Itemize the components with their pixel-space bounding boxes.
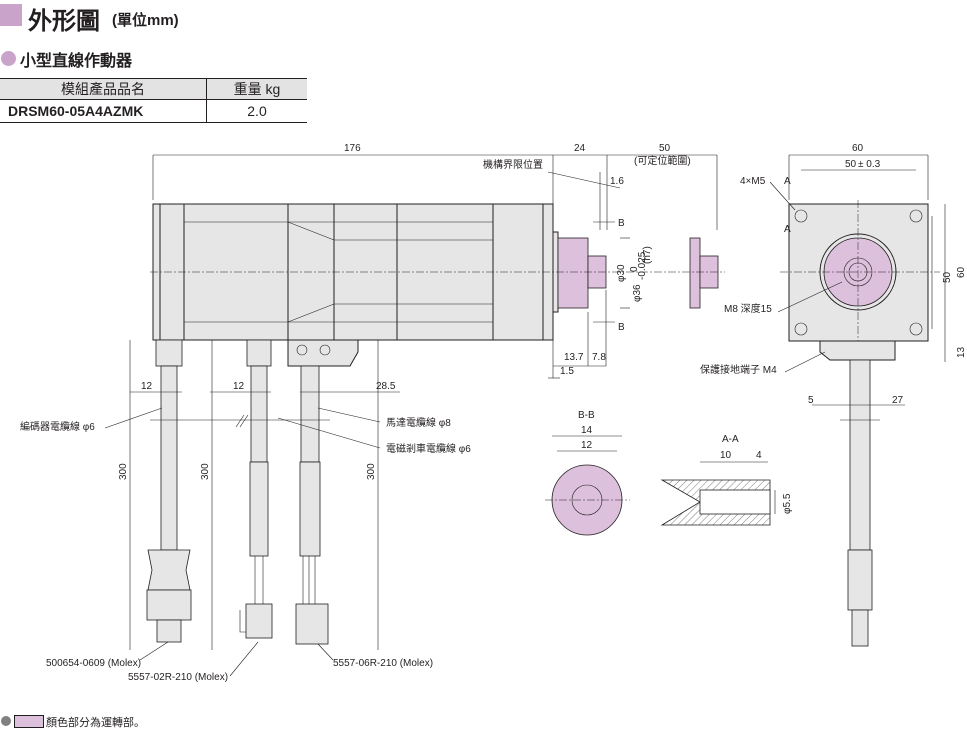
dim-cable-length-1: 300 [118, 463, 129, 480]
dim-bolt-tol: ± 0.3 [858, 159, 881, 170]
dim-flange-width: 60 [852, 143, 864, 154]
dim-stroke-note: (可定位範圍) [634, 154, 691, 167]
cables-side-view [146, 339, 330, 645]
dim-flange-tol-lower: -0.025 [637, 251, 648, 280]
label-section-b-bottom: B [618, 322, 625, 333]
actuator-side-view [150, 203, 725, 367]
label-limit-position: 機構界限位置 [483, 158, 543, 171]
label-section-bb: B-B [578, 410, 595, 421]
dim-flange-to-rod: 24 [574, 143, 586, 154]
label-brake-cable: 電磁剎車電纜線 φ6 [386, 442, 471, 455]
dim-overall-length: 176 [344, 143, 361, 154]
dim-height-50: 50 [942, 271, 953, 283]
table-row: DRSM60-05A4AZMK 2.0 [0, 99, 307, 123]
dim-12-b: 12 [233, 381, 245, 392]
header: 外形圖 (單位mm) [0, 0, 967, 35]
dim-aa-10: 10 [720, 450, 732, 461]
page-title: 外形圖 [28, 8, 100, 35]
label-ground-terminal: 保護接地端子 M4 [700, 363, 777, 376]
dim-5: 5 [808, 395, 814, 406]
dim-limit-offset: 1.6 [610, 176, 624, 187]
label-connector-motor: 5557-06R-210 (Molex) [333, 658, 433, 669]
bullet-icon [1, 51, 16, 66]
cell-weight: 2.0 [206, 99, 307, 123]
dim-stroke: 50 [659, 143, 671, 154]
dim-flange-tol-upper: 0 [629, 266, 640, 272]
dimension-labels: 176 24 50 (可定位範圍) 機構界限位置 1.6 B B φ30 φ36… [20, 143, 967, 683]
label-section-aa: A-A [722, 434, 739, 445]
dim-1-5: 1.5 [560, 366, 574, 377]
dim-bb-14: 14 [581, 425, 593, 436]
label-connector-brake: 5557-02R-210 (Molex) [128, 672, 228, 683]
label-motor-cable: 馬達電纜線 φ8 [386, 416, 451, 429]
dim-13-7: 13.7 [564, 352, 584, 363]
dim-bb-12: 12 [581, 440, 593, 451]
dim-12-a: 12 [141, 381, 153, 392]
dim-7-8: 7.8 [592, 352, 606, 363]
dim-aa-dia: φ5.5 [782, 493, 793, 514]
legend-color-swatch [14, 715, 44, 728]
column-header-weight: 重量 kg [206, 78, 307, 100]
page-title-unit: (單位mm) [112, 12, 179, 29]
dim-cable-length-3: 300 [366, 463, 377, 480]
label-encoder-cable: 編碼器電纜線 φ6 [20, 420, 95, 433]
column-header-model: 模組產品品名 [0, 78, 207, 100]
dim-height-60: 60 [956, 266, 967, 278]
title-marker [0, 4, 22, 26]
side-dimensions [104, 154, 718, 677]
dim-rod-dia: φ30 [616, 264, 627, 282]
label-rod-thread: M8 深度15 [724, 302, 772, 315]
dim-cable-length-2: 300 [200, 463, 211, 480]
section-aa [660, 461, 776, 526]
spec-table: 模組產品品名 重量 kg DRSM60-05A4AZMK 2.0 [0, 78, 307, 123]
label-section-a-bottom: A [784, 224, 791, 235]
legend-text: 顏色部分為運轉部。 [46, 717, 145, 729]
dim-13: 13 [956, 346, 967, 358]
dim-bolt-pitch: 50 [845, 159, 857, 170]
label-bolt-holes: 4×M5 [740, 176, 766, 187]
label-section-b-top: B [618, 218, 625, 229]
section-title: 小型直線作動器 [20, 53, 133, 70]
dim-27: 27 [892, 395, 904, 406]
dim-aa-4: 4 [756, 450, 762, 461]
table-header-row: 模組產品品名 重量 kg [0, 78, 307, 100]
label-section-a-top: A [784, 176, 791, 187]
cell-model: DRSM60-05A4AZMK [0, 99, 207, 123]
dim-flange-dia: φ36 [632, 284, 643, 302]
dim-flange-fit: (h7) [642, 246, 653, 264]
dim-28-5: 28.5 [376, 381, 396, 392]
actuator-front-view [769, 154, 946, 647]
bullet-icon [1, 716, 11, 726]
label-connector-encoder: 500654-0609 (Molex) [46, 658, 141, 669]
section-bb [545, 435, 630, 536]
